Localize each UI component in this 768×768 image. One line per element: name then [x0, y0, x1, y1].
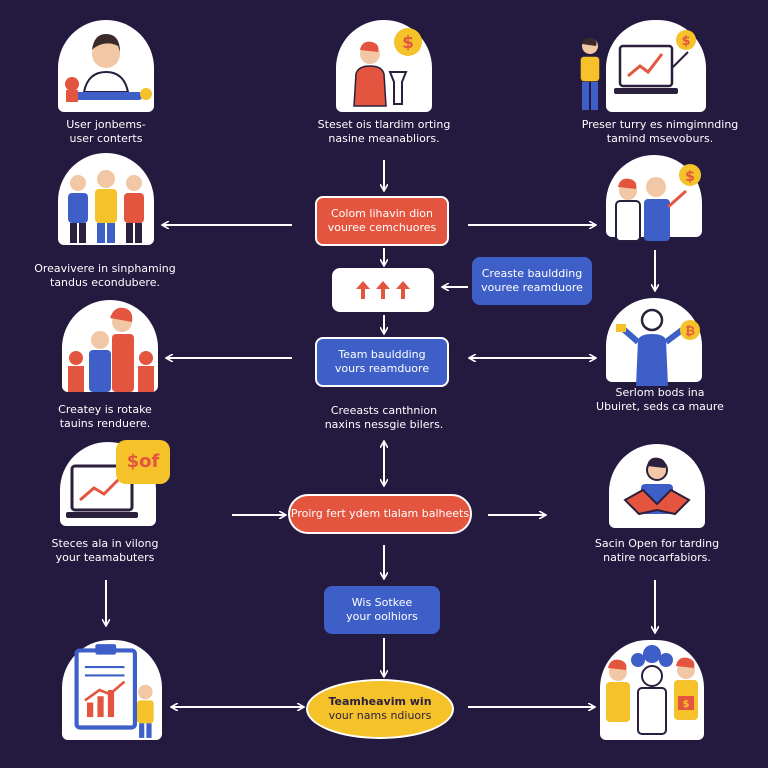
caption-right-4: Sacin Open for tarding natire nocarfabio…	[594, 537, 720, 564]
step-box-3[interactable]: Team bauldding vours reamduore	[315, 337, 449, 387]
caption-center: Creeasts canthnion naxins nessgie bilers…	[324, 404, 444, 431]
caption-left-4: Steces ala in vilong your teamabuters	[51, 537, 159, 564]
presenter-chart-illustration: $	[606, 20, 706, 112]
step-box-4[interactable]: Proirg fert ydem tlalam balheets	[288, 494, 472, 534]
caption-top-center: Steset ois tlardim orting nasine meanabl…	[317, 118, 451, 145]
person-dollar-illustration: $	[336, 20, 432, 112]
group-dollar-illustration: $	[600, 640, 704, 740]
pair-dollar-illustration: $	[606, 155, 702, 242]
person-coin-illustration: ₿	[606, 298, 702, 386]
user-profile-illustration	[58, 20, 154, 112]
clipboard-chart-icon	[74, 644, 154, 738]
caption-right-3: Serlom bods ina Ubuiret, seds ca maure	[596, 386, 724, 413]
caption-left-2: Oreavivere in sinphaming tandus econdube…	[34, 262, 176, 289]
presenter-person-icon	[579, 37, 601, 110]
user-profile-icon	[65, 34, 152, 102]
step-box-2[interactable]	[332, 268, 434, 312]
handshake-icon	[623, 457, 691, 516]
team-group-illustration	[58, 153, 154, 245]
svg-text:$: $	[681, 34, 690, 49]
team-meeting-illustration	[62, 300, 158, 392]
svg-text:$: $	[402, 33, 414, 53]
caption-top-right: Preser turry es nimgimnding tamind msevo…	[581, 118, 739, 145]
svg-text:₿: ₿	[685, 324, 695, 338]
step-box-5[interactable]: Wis Sotkee your oolhiors	[324, 586, 440, 634]
dollar-badge: $of	[116, 440, 170, 484]
person-dollar-icon: $	[353, 28, 422, 107]
step-box-side[interactable]: Creaste bauldding vouree reamduore	[472, 257, 592, 305]
step-box-1[interactable]: Colom lihavin dion vouree cemchuores	[315, 196, 449, 246]
handshake-illustration	[609, 444, 705, 528]
caption-top-left: User jonbems- user conterts	[66, 118, 146, 145]
person-coin-icon: ₿	[616, 308, 700, 386]
three-arrows-up-icon	[356, 281, 410, 299]
clipboard-chart-illustration	[62, 640, 162, 740]
final-outcome-ellipse[interactable]: Teamheavim win vour nams ndiuors	[306, 679, 454, 739]
caption-left-3: Createy is rotake tauins renduere.	[58, 403, 152, 430]
pair-dollar-icon: $	[615, 164, 701, 242]
svg-text:$: $	[683, 699, 690, 710]
presenter-chart-icon: $	[614, 30, 696, 94]
team-group-icon	[68, 170, 144, 243]
group-dollar-icon: $	[606, 645, 698, 735]
team-meeting-icon	[68, 307, 154, 392]
svg-text:$: $	[685, 169, 695, 185]
